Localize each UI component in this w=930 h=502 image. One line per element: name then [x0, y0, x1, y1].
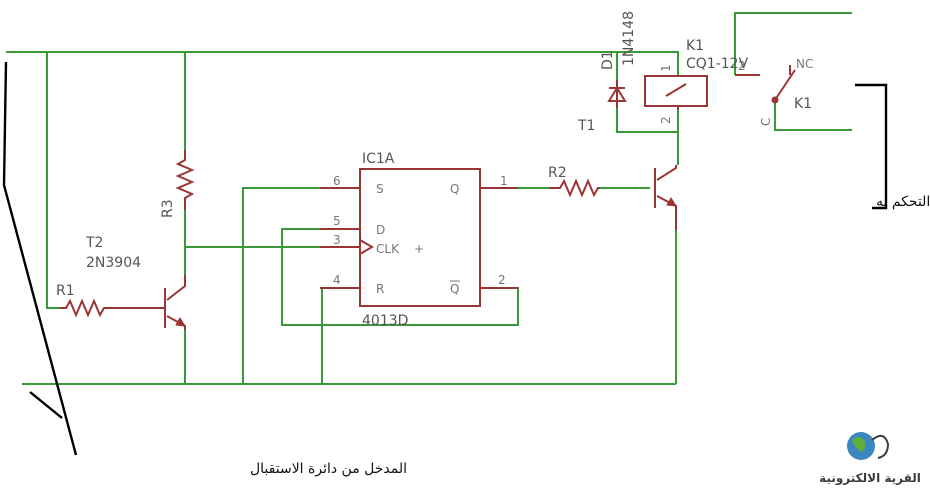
- switch-nc-label: NC: [796, 57, 813, 71]
- relay-pin-2: 2: [659, 116, 673, 124]
- diode-symbol-icon: [607, 86, 627, 102]
- site-logo: القرية الالكترونية: [819, 432, 921, 486]
- diode-name: D1: [600, 50, 616, 70]
- switch-bottom-wire: [774, 100, 852, 131]
- ic-pin-r: R: [376, 282, 384, 296]
- clock-triangle-icon: [359, 239, 374, 255]
- resistor-r3: R3: [160, 150, 195, 218]
- t1-label: T1: [577, 118, 595, 134]
- ic-pin-plus: +: [414, 242, 424, 256]
- device-bracket: [855, 83, 888, 210]
- globe-land-shape: [852, 437, 866, 452]
- ic-body: [359, 168, 481, 307]
- r1-zigzag: [60, 298, 165, 318]
- switch-pivot-icon: [771, 96, 779, 104]
- logo-swirl-icon: [871, 434, 890, 459]
- ic-pin-clk: CLK: [376, 242, 400, 256]
- ic-pin-d: D: [376, 223, 385, 237]
- resistor-r2: R2: [548, 165, 600, 198]
- switch-contact: [774, 65, 796, 101]
- input-bracket-tick: [29, 391, 63, 419]
- resistor-r1: R1: [56, 283, 165, 318]
- switch-top-wire: [734, 12, 852, 75]
- ic-name: IC1A: [362, 151, 395, 167]
- relay-switch-k1: 2 NC C K1: [735, 57, 813, 126]
- r3-zigzag: [175, 150, 195, 210]
- diode-d1: D1 1N4148: [600, 11, 637, 108]
- switch-c-label: C: [759, 118, 773, 126]
- ic-pin-q: Q: [450, 182, 459, 196]
- switch-name: K1: [794, 96, 812, 112]
- ic-pin-6: 6: [333, 174, 341, 188]
- relay-pin-1: 1: [659, 64, 673, 72]
- logo-text: القرية الالكترونية: [819, 471, 921, 486]
- set-wire: [242, 187, 320, 384]
- t2-emitter-arrow-icon: [175, 317, 186, 327]
- input-label: المدخل من دائرة الاستقبال: [250, 461, 407, 477]
- relay-coil-slash: [665, 83, 687, 97]
- ic-pins: [320, 187, 518, 289]
- reset-wire: [320, 287, 323, 384]
- diode-part: 1N4148: [621, 11, 637, 66]
- ic-pin-4: 4: [333, 273, 341, 287]
- t2-part: 2N3904: [86, 255, 141, 271]
- transistor-t2: T2 2N3904: [85, 235, 186, 330]
- ic-pin-5: 5: [333, 214, 341, 228]
- transistor-t1: T1: [577, 118, 677, 230]
- relay-part: CQ1-12V: [686, 56, 749, 72]
- r2-label: R2: [548, 165, 567, 181]
- relay-name: K1: [686, 38, 704, 54]
- ic-pin-3: 3: [333, 233, 341, 247]
- relay-coil-box: [644, 75, 708, 107]
- input-wire: [46, 52, 60, 309]
- supply-rail: [6, 51, 679, 75]
- r1-label: R1: [56, 283, 75, 299]
- feedback-wire: [281, 228, 519, 326]
- ic-4013: IC1A 4013D S D CLK + R Q Q 6 5 3 4 1 2: [320, 151, 518, 329]
- input-bracket: [2, 61, 78, 456]
- r3-label: R3: [160, 199, 176, 218]
- ic-pin-1: 1: [500, 174, 508, 188]
- r2-zigzag: [550, 178, 600, 198]
- t1-emitter-arrow-icon: [666, 197, 677, 207]
- ic-part: 4013D: [362, 313, 408, 329]
- device-annotation: الجهاز المراد التحكم به: [855, 83, 930, 210]
- device-label: الجهاز المراد التحكم به: [876, 194, 930, 210]
- ic-pin-s: S: [376, 182, 384, 196]
- t1-leads: [656, 165, 677, 230]
- input-annotation: المدخل من دائرة الاستقبال: [2, 61, 407, 477]
- coil-collector-wire: [616, 108, 679, 165]
- switch-no-pin: 2: [738, 59, 746, 73]
- t2-name: T2: [85, 235, 103, 251]
- ic-pin-2: 2: [498, 273, 506, 287]
- ic-pin-qbar: Q: [450, 282, 459, 296]
- relay-coil-k1: K1 CQ1-12V 1 2: [644, 38, 749, 124]
